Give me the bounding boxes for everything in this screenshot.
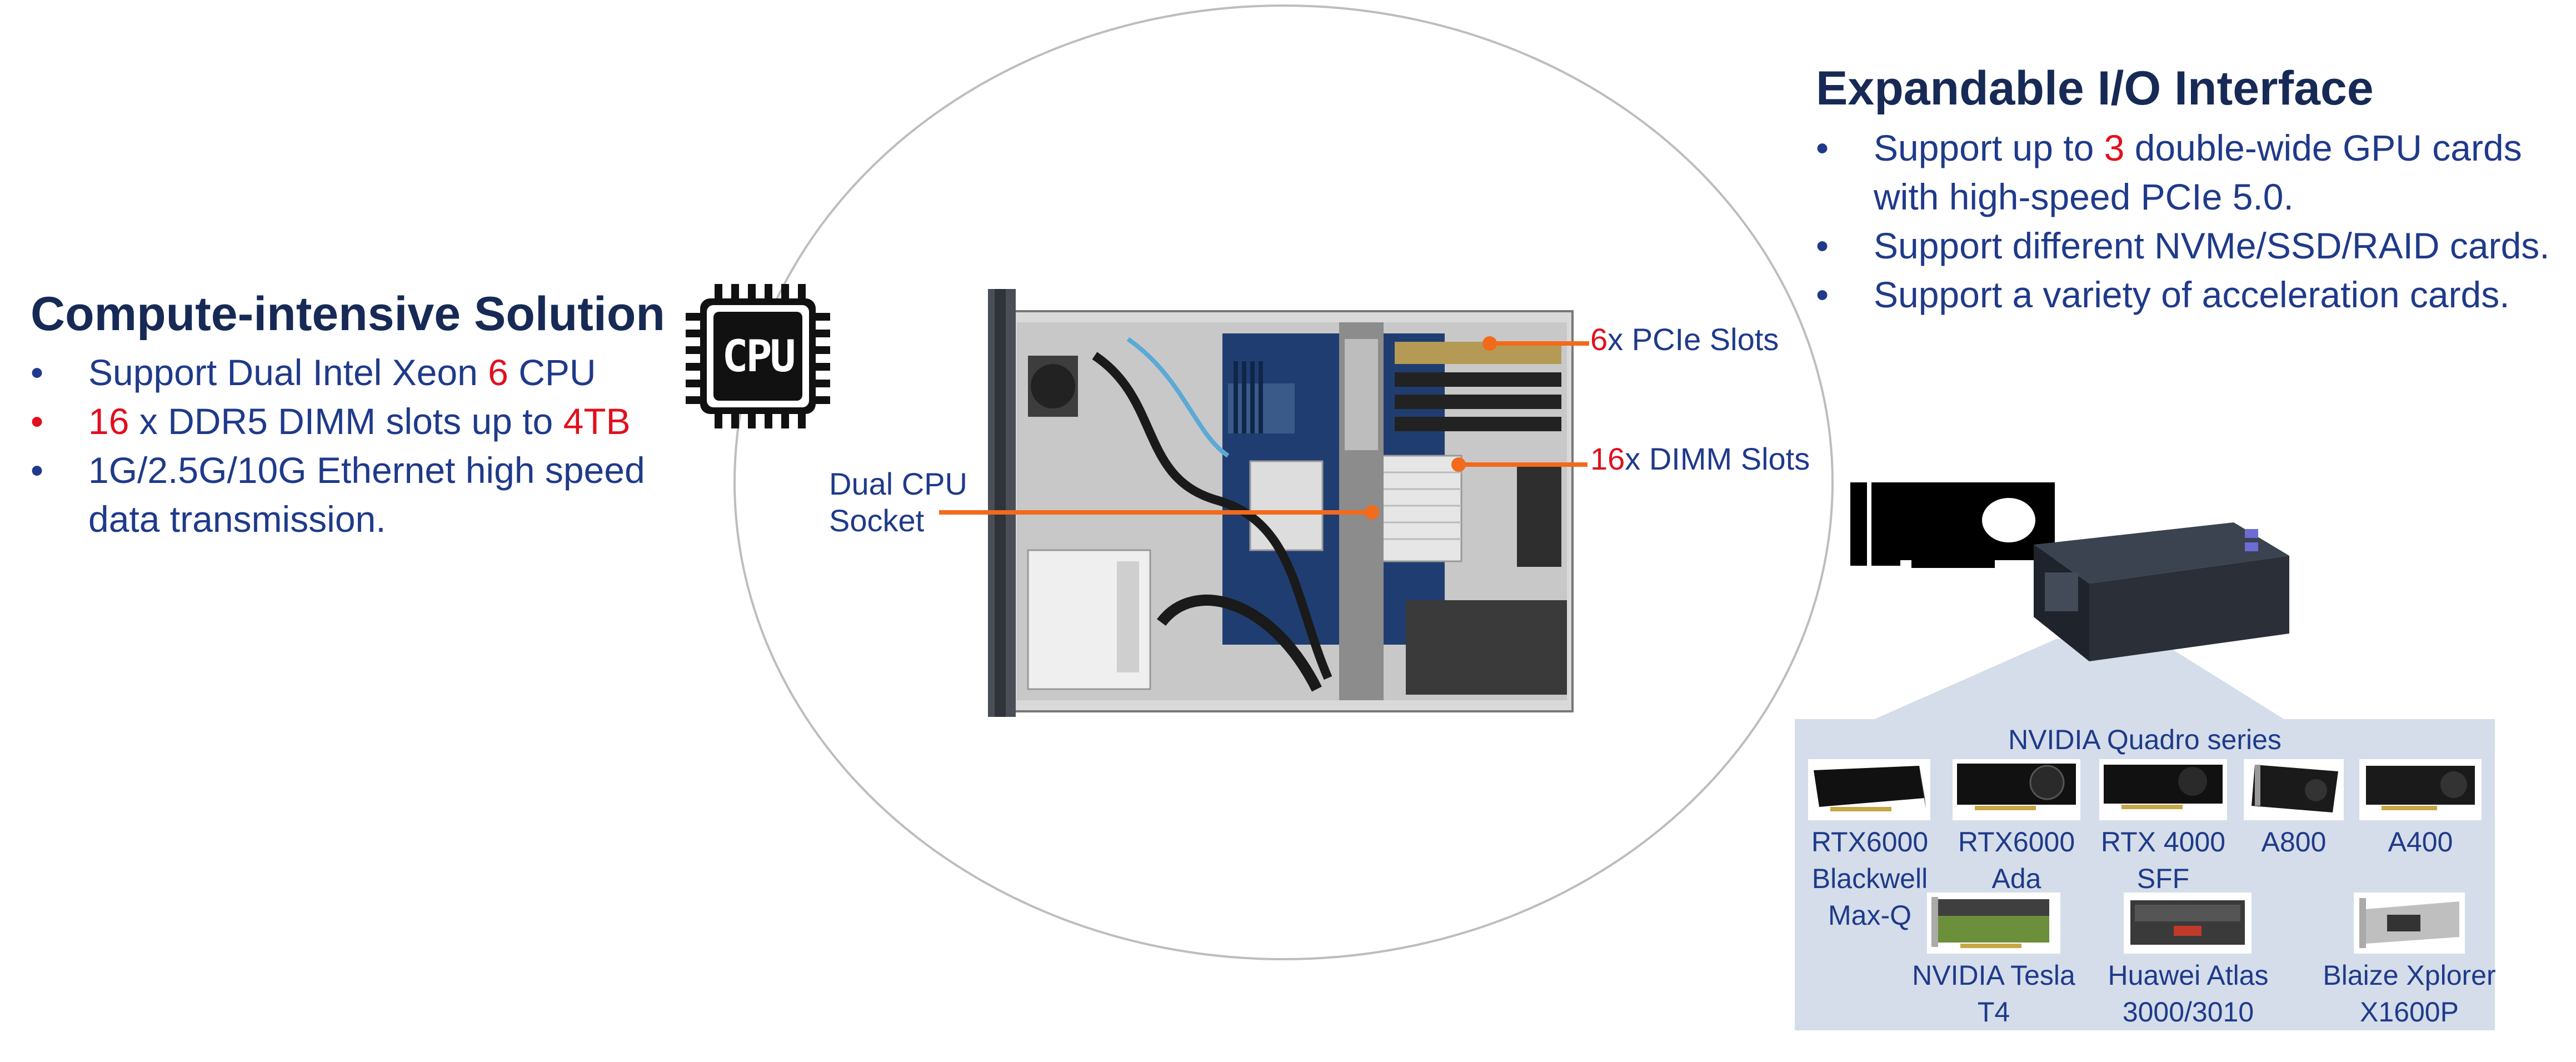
tesla-t4-card-image: [1927, 893, 2060, 954]
huawei-atlas-card-image: [2124, 893, 2251, 954]
connector-cone: [1867, 639, 2289, 722]
a800-card-image: [2244, 759, 2344, 820]
dimm-slots-callout: 16x DIMM Slots: [1590, 441, 1810, 476]
card-label-huawei-atlas: Huawei Atlas 3000/3010: [2108, 960, 2269, 1028]
bullet-dot: •: [1816, 225, 1829, 266]
panel-title: NVIDIA Quadro series: [2008, 724, 2282, 755]
io-heading: Expandable I/O Interface: [1816, 62, 2374, 115]
gpu-card-icon: [1850, 478, 2056, 572]
card-label-rtx4000-sff: RTX 4000 SFF: [2100, 826, 2226, 894]
compute-heading: Compute-intensive Solution: [31, 287, 665, 341]
a400-card-image: [2359, 759, 2482, 820]
bullet-dot: •: [31, 450, 44, 491]
card-label-rtx6000-blackwell: RTX6000 Blackwell Max-Q: [1811, 826, 1929, 931]
rtx6000-ada-card-image: [1953, 759, 2080, 820]
compute-bullet-dimm: • 16 x DDR5 DIMM slots up to 4TB: [31, 397, 645, 446]
card-label-a800: A800: [2261, 826, 2327, 857]
card-label-a400: A400: [2388, 826, 2453, 857]
cpu-socket-leader-dot: [1365, 505, 1379, 520]
compute-bullet-list: • Support Dual Intel Xeon 6 CPU • 16 x D…: [31, 348, 645, 544]
cpu-socket-leader-line: [939, 510, 1372, 515]
bullet-dot: •: [1816, 127, 1829, 168]
compute-bullet-cpu: • Support Dual Intel Xeon 6 CPU: [31, 348, 645, 397]
dual-cpu-socket-callout: Dual CPU Socket: [829, 466, 967, 538]
io-bullet-nvme: • Support different NVMe/SSD/RAID cards.: [1816, 221, 2550, 270]
io-bullet-gpu: • Support up to 3 double-wide GPU cards …: [1816, 123, 2550, 221]
background-ellipse: [733, 4, 1834, 960]
pcie-slots-callout: 6x PCIe Slots: [1590, 322, 1779, 357]
blaize-xplorer-card-image: [2354, 893, 2465, 954]
rtx6000-blackwell-card-image: [1808, 759, 1930, 820]
card-label-blaize-xplorer: Blaize Xplorer X1600P: [2323, 960, 2496, 1028]
rack-server-image: [2000, 522, 2300, 667]
dimm-leader-dot: [1451, 457, 1466, 472]
cpu-chip-icon: CPU: [682, 281, 833, 432]
io-bullet-accel: • Support a variety of acceleration card…: [1816, 270, 2550, 319]
pcie-leader-line: [1489, 341, 1589, 346]
bullet-dot: •: [31, 352, 44, 393]
accelerator-card-panel: NVIDIA Quadro series RTX6000 Blackwell M…: [1795, 719, 2496, 1030]
cpu-icon-label: CPU: [722, 332, 796, 382]
io-bullet-list: • Support up to 3 double-wide GPU cards …: [1816, 123, 2550, 319]
bullet-dot: •: [31, 401, 44, 442]
compute-bullet-ethernet: • 1G/2.5G/10G Ethernet high speed data t…: [31, 446, 645, 544]
dimm-leader-line: [1459, 462, 1587, 467]
card-label-tesla-t4: NVIDIA Tesla T4: [1912, 960, 2075, 1028]
card-label-rtx6000-ada: RTX6000 Ada: [1958, 826, 2075, 894]
bullet-dot: •: [1816, 274, 1829, 315]
server-chassis-top-view: [984, 289, 1578, 717]
pcie-leader-dot: [1482, 336, 1497, 351]
rtx4000-sff-card-image: [2099, 759, 2227, 820]
